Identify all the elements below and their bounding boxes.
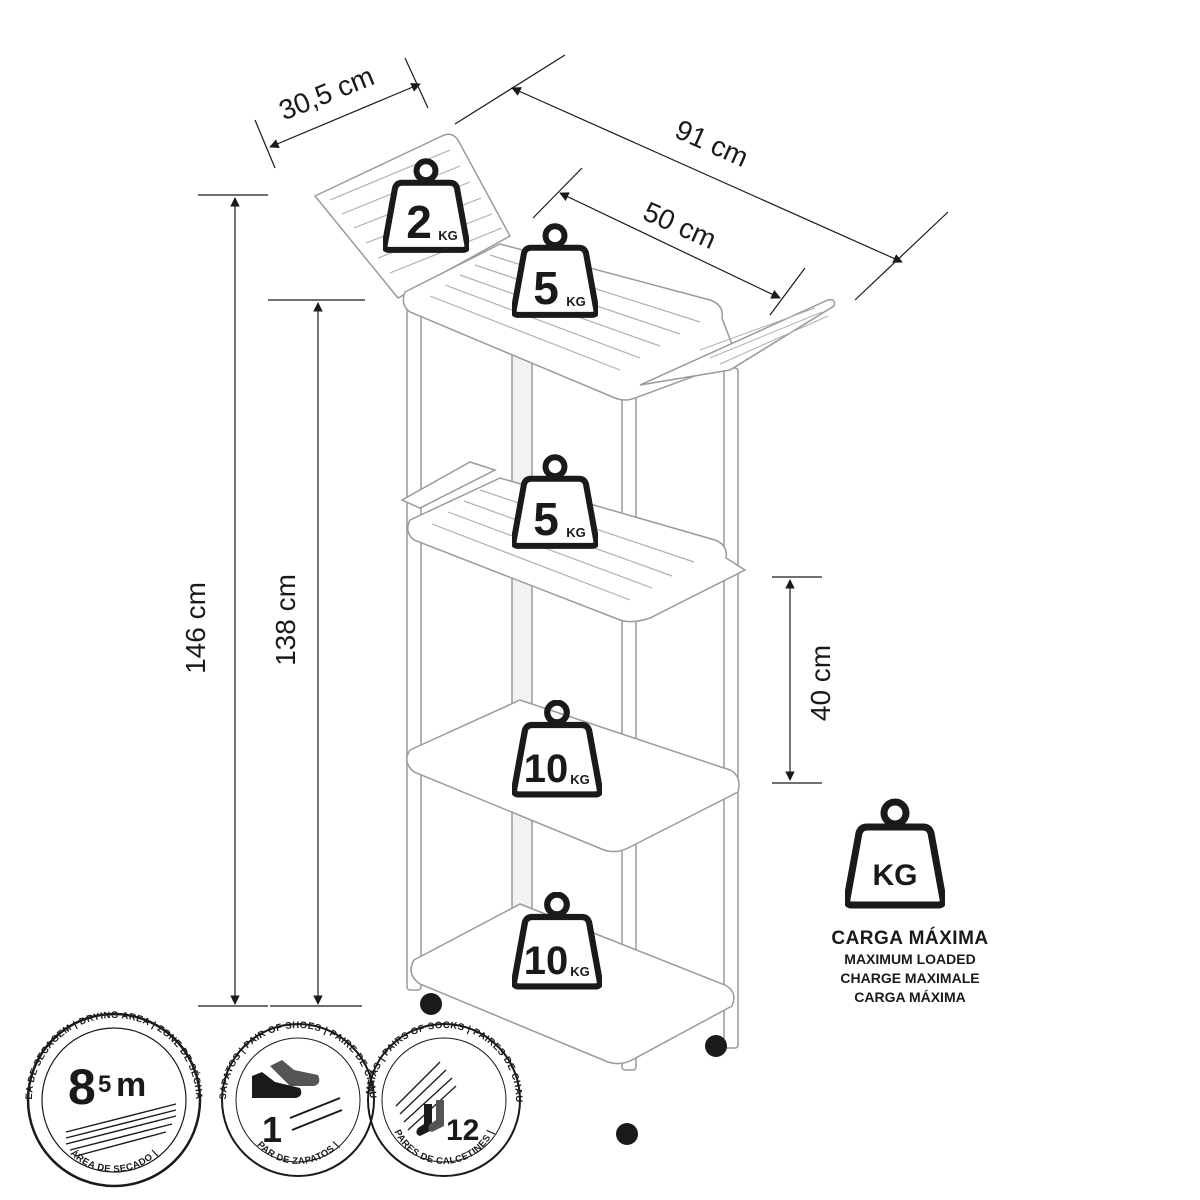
legend-weight-icon: KG xyxy=(847,802,943,905)
drying-rack xyxy=(313,133,836,1071)
weight-number: 10 xyxy=(524,939,569,983)
drying-value-sub: 5 xyxy=(98,1071,111,1098)
rack-right-wing xyxy=(639,298,836,386)
shoes-ring-top: PAR DE SAPATOS | PAIR OF SHOES | PAIRE D… xyxy=(0,0,378,1100)
sock-icon xyxy=(416,1100,444,1136)
max-load-legend: CARGA MÁXIMA MAXIMUM LOADED CHARGE MAXIM… xyxy=(790,928,1030,1007)
depth-label: 30,5 cm xyxy=(274,60,378,126)
weight-number: 10 xyxy=(524,747,569,791)
dimension-lines xyxy=(198,54,949,1007)
shoes-count: 1 xyxy=(262,1109,282,1150)
weight-badge-third-shelf: 10 KG xyxy=(514,703,600,795)
weight-unit: KG xyxy=(570,964,590,979)
drying-lines-icon xyxy=(65,1103,177,1157)
wheel-icon xyxy=(616,1123,638,1145)
weight-number: 2 xyxy=(406,196,432,248)
legend-title: CARGA MÁXIMA xyxy=(831,928,989,949)
rack-wheels xyxy=(420,993,727,1145)
total-height-label: 146 cm xyxy=(180,582,211,674)
rack-second-wing xyxy=(400,461,497,509)
shoe-rack-icon xyxy=(289,1097,343,1131)
legend-line-en: MAXIMUM LOADED xyxy=(844,951,976,967)
legend-line-fr: CHARGE MAXIMALE xyxy=(840,970,980,986)
weight-badge-top-shelf: 5 KG xyxy=(514,226,597,315)
wheel-icon xyxy=(705,1035,727,1057)
drying-ring-top: ÁREA DE SECAGEM | DRYING AREA | ZONE DE … xyxy=(0,0,204,1100)
rack-back-post xyxy=(511,299,533,921)
socks-count: 12 xyxy=(446,1114,479,1147)
weight-badge-top-wing: 2 KG xyxy=(385,161,468,250)
weight-number: 5 xyxy=(533,493,559,545)
drying-unit: m xyxy=(116,1066,146,1104)
shelf-width-label: 50 cm xyxy=(639,196,721,255)
rack-front-left-post xyxy=(406,299,422,991)
socks-ring-bottom: PARES DE CALCETINES | xyxy=(392,1128,497,1167)
legend-icon-label: KG xyxy=(873,859,918,892)
drying-value: 8 xyxy=(68,1059,96,1115)
wheel-icon xyxy=(420,993,442,1015)
rack-second-shelf xyxy=(407,477,747,623)
weight-number: 5 xyxy=(533,262,559,314)
weight-unit: KG xyxy=(438,228,458,243)
body-height-label: 138 cm xyxy=(270,574,301,666)
shelf-spacing-label: 40 cm xyxy=(805,645,836,721)
weight-badge-bottom-shelf: 10 KG xyxy=(514,895,600,987)
drying-ring-bottom: ÁREA DE SECADO | xyxy=(68,1148,160,1175)
rack-front-right-post xyxy=(723,367,739,1049)
legend-line-es: CARGA MÁXIMA xyxy=(854,989,966,1005)
weight-badge-second-shelf: 5 KG xyxy=(514,457,597,546)
badge-drying-area: ÁREA DE SECAGEM | DRYING AREA | ZONE DE … xyxy=(0,0,204,1188)
shoe-icon xyxy=(252,1060,320,1098)
weight-unit: KG xyxy=(566,294,586,309)
weight-unit: KG xyxy=(566,525,586,540)
rack-top-shelf xyxy=(402,243,739,401)
weight-unit: KG xyxy=(570,772,590,787)
